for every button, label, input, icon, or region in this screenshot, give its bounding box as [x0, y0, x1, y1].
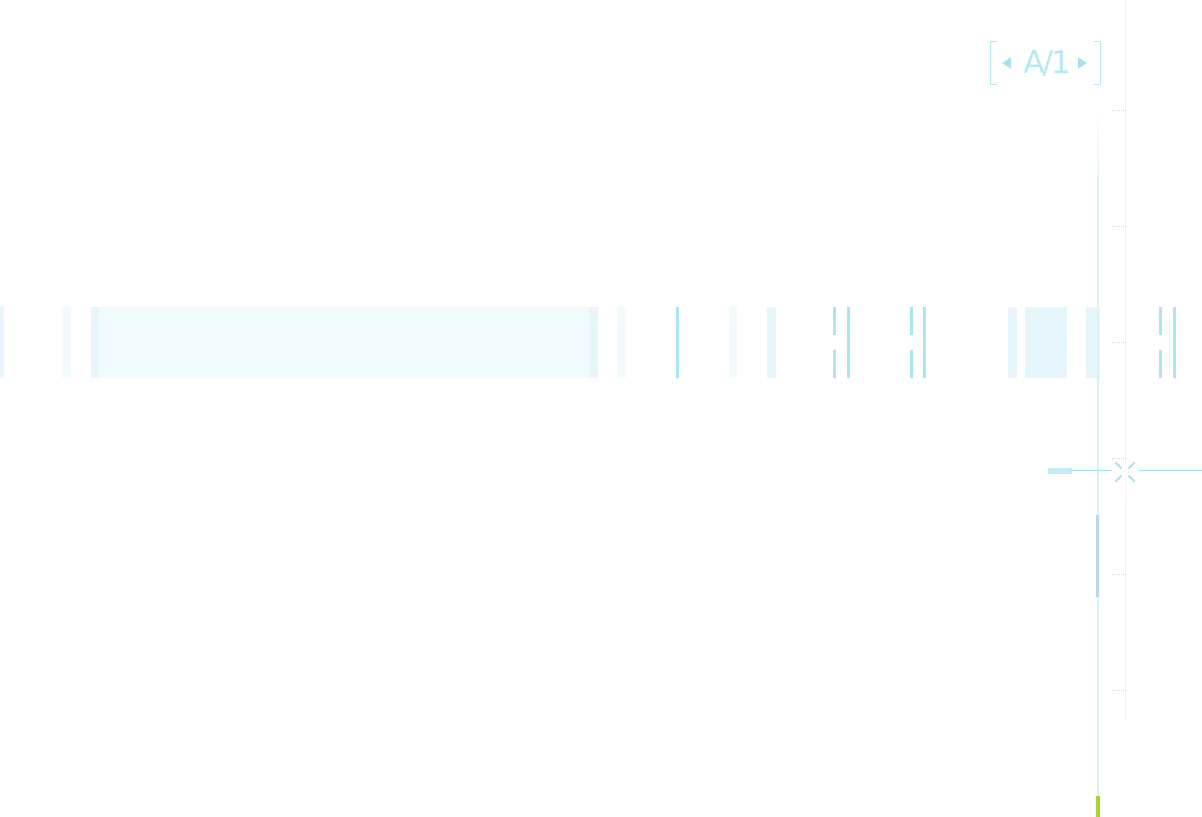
band-bar	[62, 307, 71, 378]
band-bar	[1008, 307, 1017, 378]
rail-dotted-line	[1125, 0, 1126, 720]
triangle-right-icon[interactable]	[1078, 57, 1087, 69]
band-bar	[0, 307, 4, 378]
bracket-left	[990, 41, 997, 85]
rail-tick	[1112, 226, 1126, 227]
rail-tick	[1112, 458, 1126, 459]
bracket-right	[1094, 41, 1101, 85]
band-bar	[847, 307, 850, 378]
progress-indicator	[1096, 796, 1100, 817]
band-bar	[1025, 307, 1067, 378]
band-bar	[833, 350, 836, 378]
rail-tick	[1112, 342, 1126, 343]
triangle-left-icon[interactable]	[1002, 57, 1011, 69]
band-bar	[1086, 307, 1100, 378]
marker-line-right	[1138, 470, 1202, 471]
track-segment	[1096, 515, 1099, 597]
track-line	[1097, 108, 1099, 817]
band-bar	[676, 307, 679, 378]
marker-line-left	[1070, 470, 1112, 471]
level-selector: A/1	[990, 41, 1101, 85]
band-bar	[923, 307, 926, 378]
band-bar	[910, 307, 913, 335]
band-bar	[589, 307, 598, 378]
band-bar	[91, 307, 598, 378]
band-bar	[910, 350, 913, 378]
band-bar	[91, 307, 99, 378]
band-bar	[1159, 350, 1162, 378]
crosshair-icon[interactable]	[1114, 461, 1136, 483]
bar-band	[0, 307, 1202, 378]
band-bar	[833, 307, 836, 335]
band-bar	[1159, 307, 1162, 335]
marker-block	[1048, 468, 1072, 474]
rail-tick	[1112, 574, 1126, 575]
rail-tick	[1112, 690, 1126, 691]
band-bar	[617, 307, 626, 378]
level-label: A/1	[1023, 45, 1070, 81]
rail-tick	[1112, 110, 1126, 111]
band-bar	[1173, 307, 1176, 378]
band-bar	[767, 307, 776, 378]
band-bar	[729, 307, 737, 378]
